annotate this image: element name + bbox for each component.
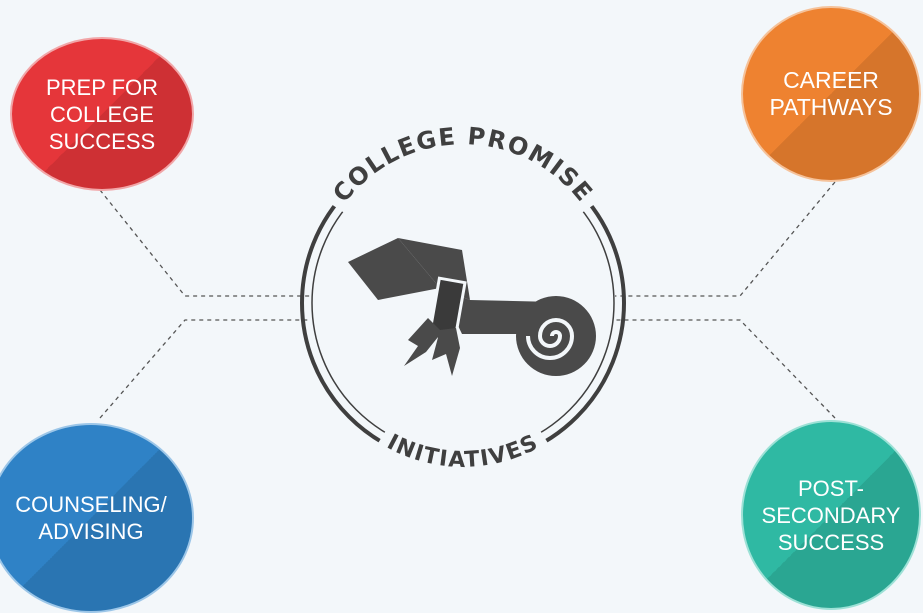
node-career-pathways: CAREER PATHWAYS [741, 6, 921, 182]
node-post-secondary-success: POST- SECONDARY SUCCESS [741, 420, 921, 610]
node-counseling-advising: COUNSELING/ ADVISING [0, 423, 194, 613]
node-shade [0, 425, 192, 611]
connector-career [615, 181, 836, 297]
diploma-scroll-icon [348, 238, 596, 376]
node-prep-for-college-success: PREP FOR COLLEGE SUCCESS [10, 37, 194, 191]
node-shade [743, 8, 919, 180]
connector-prep [99, 189, 310, 297]
connector-postsecondary [615, 319, 836, 419]
node-label: POST- SECONDARY SUCCESS [761, 475, 901, 555]
node-label: CAREER PATHWAYS [769, 67, 893, 120]
node-shade [743, 422, 919, 608]
center-emblem: COLLEGE PROMISE INITIATIVES [300, 122, 626, 481]
node-shade [12, 39, 192, 189]
node-label: PREP FOR COLLEGE SUCCESS [45, 74, 159, 154]
connector-counseling [99, 319, 310, 419]
node-label: COUNSELING/ ADVISING [15, 492, 167, 544]
